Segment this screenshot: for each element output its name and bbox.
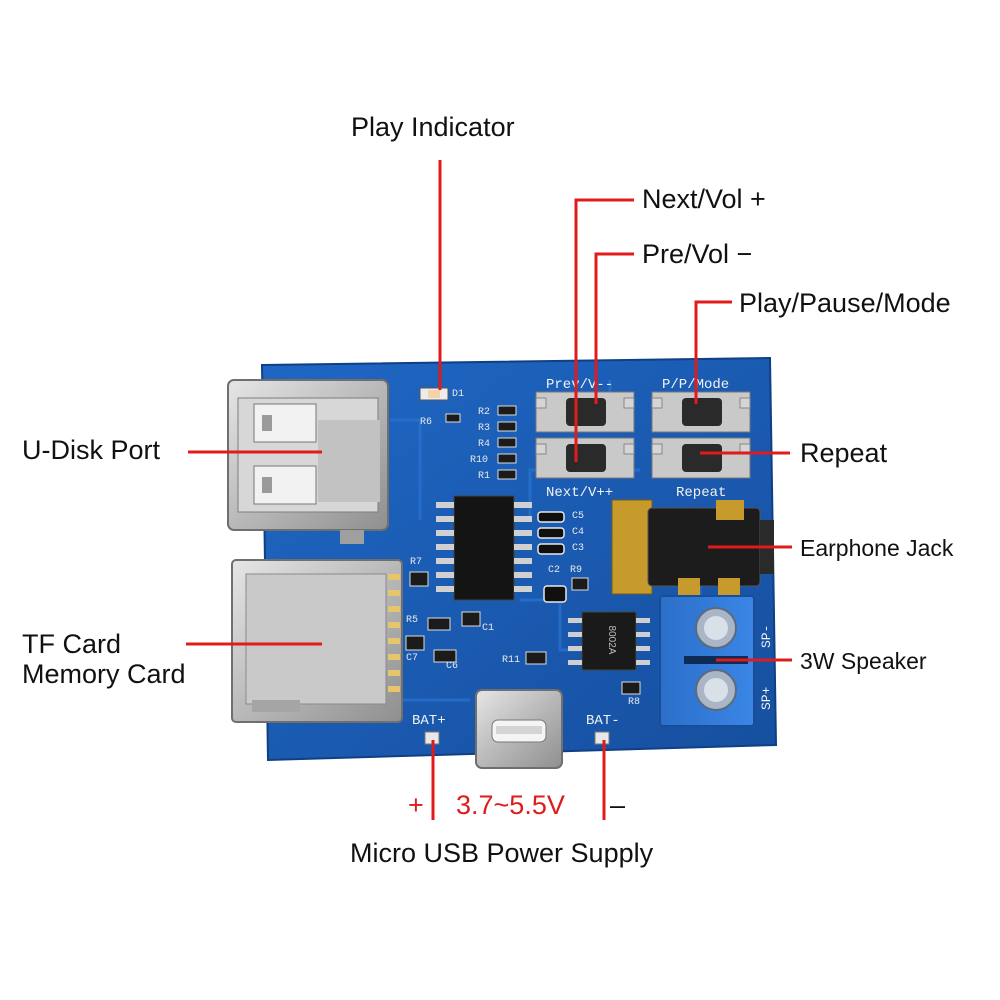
component-label-c4: C4 <box>572 527 584 538</box>
component-label-r3: R3 <box>478 423 490 434</box>
label-tf-card: TF Card <box>22 629 122 659</box>
microsd-slot-icon <box>231 559 403 723</box>
tact-switch-icon <box>535 391 751 479</box>
silk-bat-plus: BAT+ <box>412 713 446 729</box>
component-label-c7: C7 <box>406 653 418 664</box>
label-plus: + <box>408 790 424 820</box>
ic-chip-icon <box>436 495 532 601</box>
callout-lines <box>186 160 792 820</box>
micro-usb-port-icon[interactable] <box>475 689 563 769</box>
label-pre-vol-down: Pre/Vol − <box>642 239 753 269</box>
component-label-r10: R10 <box>470 455 488 466</box>
component-label-r11: R11 <box>502 655 520 666</box>
component-label-r1: R1 <box>478 471 490 482</box>
silk-sp-plus: SP+ <box>759 686 774 710</box>
component-label-r8: R8 <box>628 697 640 708</box>
component-label-c2: C2 <box>548 565 560 576</box>
silk-repeat: Repeat <box>676 485 726 501</box>
component-label-c3: C3 <box>572 543 584 554</box>
component-label-r5: R5 <box>406 615 418 626</box>
smd-components <box>405 405 641 695</box>
component-label-r4: R4 <box>478 439 490 450</box>
capacitors <box>537 511 567 603</box>
component-label-d1: D1 <box>452 389 464 400</box>
button-next[interactable] <box>535 437 635 479</box>
label-u-disk-port: U-Disk Port <box>22 435 161 465</box>
silk-bat-minus: BAT- <box>586 713 620 729</box>
label-repeat: Repeat <box>800 438 888 468</box>
button-repeat[interactable] <box>651 437 751 479</box>
component-label-c6: C6 <box>446 661 458 672</box>
label-play-indicator: Play Indicator <box>351 112 515 142</box>
label-voltage: 3.7~5.5V <box>456 790 565 820</box>
label-earphone-jack: Earphone Jack <box>800 535 954 561</box>
component-label-r2: R2 <box>478 407 490 418</box>
label-speaker: 3W Speaker <box>800 648 927 674</box>
usb-a-port-icon <box>227 379 389 544</box>
label-play-pause-mode: Play/Pause/Mode <box>739 288 951 318</box>
component-label-c5: C5 <box>572 511 584 522</box>
label-memory-card: Memory Card <box>22 659 186 689</box>
audio-jack-icon <box>611 499 774 604</box>
button-play-pause[interactable] <box>651 391 751 433</box>
silk-prev: Prev/V-- <box>546 377 613 393</box>
silk-sp-minus: SP- <box>759 625 774 648</box>
led-icon <box>419 387 449 401</box>
screw-terminal-icon[interactable] <box>659 595 755 727</box>
chip-label: 8002A <box>606 626 617 655</box>
component-label-r9: R9 <box>570 565 582 576</box>
label-power-supply: Micro USB Power Supply <box>350 838 654 868</box>
amp-chip-icon: 8002A <box>568 611 650 671</box>
component-label-r6: R6 <box>420 417 432 428</box>
component-label-r7: R7 <box>410 557 422 568</box>
silk-next: Next/V++ <box>546 485 613 501</box>
label-minus: – <box>610 790 626 820</box>
component-label-c1: C1 <box>482 623 494 634</box>
button-prev[interactable] <box>535 391 635 433</box>
label-next-vol-up: Next/Vol + <box>642 184 766 214</box>
